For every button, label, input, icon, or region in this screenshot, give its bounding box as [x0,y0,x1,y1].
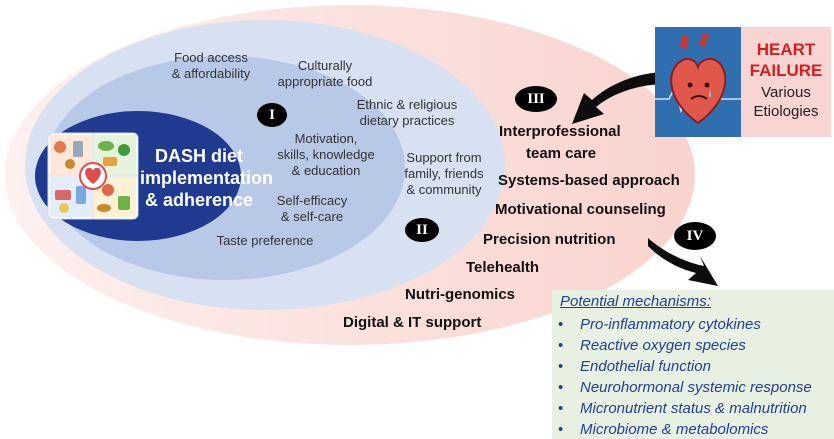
support-line-3: & community [406,182,482,197]
badge-level-ii: II [405,218,439,242]
arrow-heart-to-iii [572,72,668,124]
badge-level-iii: III [515,86,557,112]
motivation-line-3: & education [291,163,361,178]
self-efficacy-line-1: Self-efficacy [276,193,348,208]
ethnic-religious-text: Ethnic & religious dietary practices [348,97,466,129]
mechanism-text: Reactive oxygen species [580,337,746,354]
heart-failure-subtitle: Various Etiologies [741,83,831,121]
motivation-text: Motivation, skills, knowledge & educatio… [266,131,386,179]
culturally-text: Culturally appropriate food [266,58,384,90]
bullet: • [558,316,564,333]
support-line-1: Support from [406,150,482,165]
mechanism-text: Microbiome & metabolomics [580,421,769,438]
mechanism-text: Micronutrient status & malnutrition [580,400,807,417]
dash-line-3: & adherence [144,190,254,210]
self-efficacy-text: Self-efficacy & self-care [266,193,358,225]
strategy-systems-based: Systems-based approach [498,172,680,189]
mechanism-text: Pro-inflammatory cytokines [580,316,761,333]
ethnic-line-1: Ethnic & religious [356,97,458,112]
badge-level-i: I [257,103,287,127]
mechanism-text: Endothelial function [580,358,711,375]
food-icons [47,132,139,220]
mechanism-item: • Reactive oxygen species [558,337,746,354]
heart-failure-title-line-1: HEART [756,40,816,59]
heart-failure-title-line-2: FAILURE [749,61,823,80]
mechanism-item: • Micronutrient status & malnutrition [558,400,807,417]
self-efficacy-line-2: & self-care [280,209,344,224]
bullet: • [558,400,564,417]
strategy-telehealth: Telehealth [466,259,540,276]
bullet: • [558,337,564,354]
food-access-line-1: Food access [174,50,248,65]
dash-line-2: implementation [140,168,274,188]
bullet: • [558,358,564,375]
mechanism-text: Neurohormonal systemic response [580,379,812,396]
strategy-nutri-genomics: Nutri-genomics [405,286,516,303]
mechanism-item: • Pro-inflammatory cytokines [558,316,761,333]
strategy-interprofessional: Interprofessional [499,123,621,140]
ethnic-line-2: dietary practices [359,113,455,128]
mechanism-item: • Endothelial function [558,358,711,375]
food-access-text: Food access & affordability [160,50,262,82]
mechanism-item: • Neurohormonal systemic response [558,379,812,396]
mechanisms-title: Potential mechanisms: [560,293,711,310]
food-access-line-2: & affordability [171,66,251,81]
dash-line-1: DASH diet [154,146,243,166]
heart-failure-title: HEART FAILURE [741,39,831,81]
culturally-line-2: appropriate food [277,74,373,89]
strategy-digital-it: Digital & IT support [343,314,482,331]
bullet: • [558,379,564,396]
strategy-team-care: team care [526,145,597,162]
badge-level-iv: IV [674,222,716,250]
heart-organ-icon [655,27,741,137]
heart-failure-card: HEART FAILURE Various Etiologies [655,27,831,137]
mechanisms-box: Potential mechanisms: • Pro-inflammatory … [552,290,834,439]
strategy-motivational-counseling: Motivational counseling [495,201,666,218]
heart-icon [85,167,101,184]
heart-failure-sub-line-1: Various [761,84,811,101]
taste-preference-text: Taste preference [216,233,314,248]
bullet: • [558,421,564,438]
dash-core-label: DASH diet implementation & adherence [140,145,274,211]
motivation-line-2: skills, knowledge [277,147,375,162]
support-line-2: family, friends [404,166,484,181]
motivation-line-1: Motivation, [294,131,358,146]
support-text: Support from family, friends & community [398,150,490,198]
heart-failure-sub-line-2: Etiologies [753,103,819,120]
arrow-strategies-to-iv [648,238,718,286]
strategy-precision-nutrition: Precision nutrition [483,231,616,248]
mechanism-item: • Microbiome & metabolomics [558,421,768,438]
heart-illustration [655,27,741,137]
culturally-line-1: Culturally [297,58,353,73]
